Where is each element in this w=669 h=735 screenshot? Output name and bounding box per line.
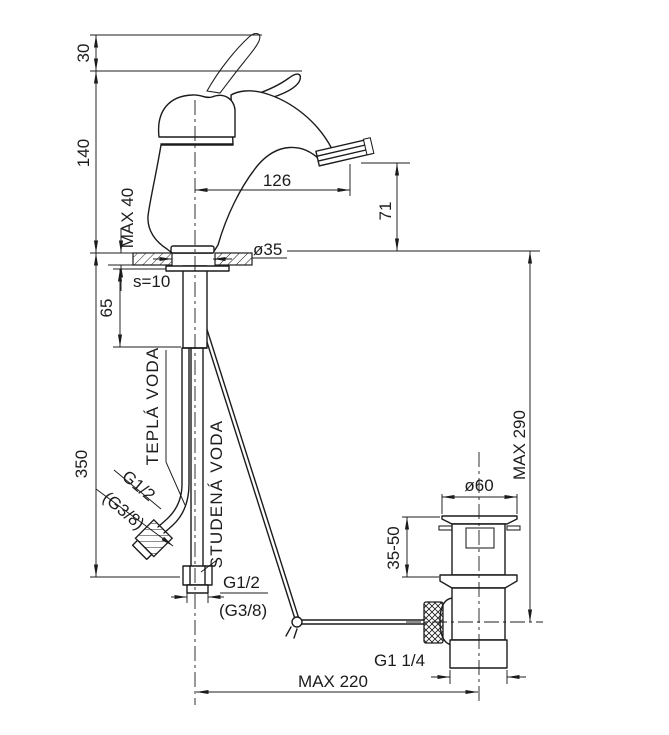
waste-collar xyxy=(439,574,518,589)
waste-flange xyxy=(441,515,518,525)
dim-body-height-label: 140 xyxy=(74,139,93,167)
dim-supply-length-label: 350 xyxy=(72,450,91,478)
dim-waste-flange-diameter-label: ø60 xyxy=(464,476,493,495)
base-flange xyxy=(170,245,215,254)
faucet-body-group xyxy=(147,32,375,254)
cold-water-fitting xyxy=(182,565,213,594)
cold-water-pipe xyxy=(190,347,204,567)
dim-waste-max-height-label: MAX 290 xyxy=(510,410,529,480)
dim-handle-stroke-label: 30 xyxy=(74,44,93,63)
body-and-spout xyxy=(147,90,333,254)
mounting-deck xyxy=(132,245,253,266)
dim-shank-length-label: 65 xyxy=(97,299,116,318)
cold-thread-alt-label: (G3/8) xyxy=(219,601,267,620)
dimension-lines xyxy=(90,34,540,695)
pop-up-rod xyxy=(199,319,300,620)
waste-body-upper xyxy=(451,523,506,576)
dimension-texts: 30 140 MAX 40 s=10 ø35 126 71 65 350 TEP… xyxy=(72,44,529,691)
rod-fork xyxy=(285,626,298,639)
dim-spout-height-label: 71 xyxy=(376,202,395,221)
ball-joint xyxy=(291,616,303,628)
cold-water-label: STUDENÁ VODA xyxy=(207,420,226,569)
dim-plate-thickness-label: s=10 xyxy=(133,272,170,291)
pop-up-waste xyxy=(423,515,521,669)
waste-thread-label: G1 1/4 xyxy=(374,651,425,670)
lever-raised-position xyxy=(206,32,261,94)
spout-outlet xyxy=(315,137,375,167)
knurled-nut xyxy=(423,601,444,644)
dim-hole-diameter-label: ø35 xyxy=(253,240,282,259)
hot-water-label: TEPLÁ VODA xyxy=(143,347,162,466)
pop-up-linkage xyxy=(285,616,425,639)
hot-water-fitting xyxy=(131,518,174,561)
cold-thread-label: G1/2 xyxy=(223,573,260,592)
aerator xyxy=(362,137,375,156)
dim-max-deck-thickness-label: MAX 40 xyxy=(118,188,137,248)
dim-max-reach-label: MAX 220 xyxy=(298,672,368,691)
waste-slot xyxy=(465,527,495,549)
hot-water-pipe xyxy=(157,347,190,534)
waste-tailpiece xyxy=(449,639,508,669)
dim-basin-thickness-label: 35-50 xyxy=(384,526,403,569)
mounting-washer xyxy=(165,265,230,272)
waste-body-lower xyxy=(451,587,506,641)
cartridge-cap xyxy=(157,94,236,138)
dim-spout-reach-label: 126 xyxy=(263,171,291,190)
